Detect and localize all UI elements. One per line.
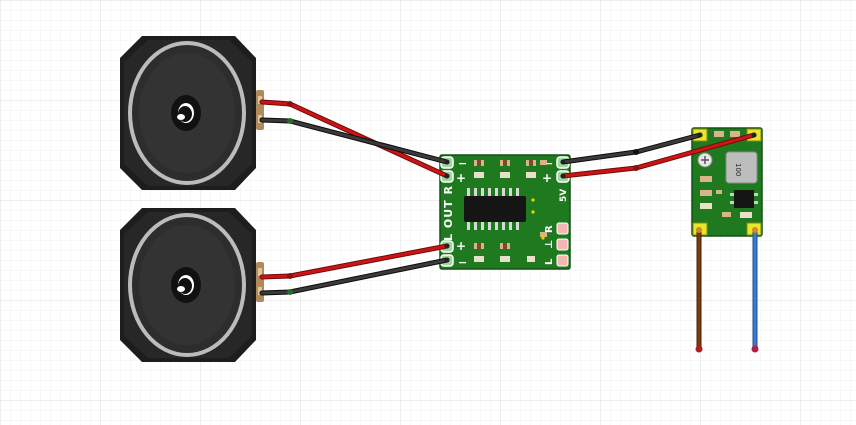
amp-l-plus-label: + — [456, 239, 466, 253]
wire-input-brown[interactable] — [695, 227, 703, 353]
wire-spk-bottom-black[interactable] — [259, 257, 450, 296]
pad-in-l[interactable] — [556, 254, 569, 267]
buck-converter[interactable]: 100 — [691, 127, 763, 237]
speaker-icon — [120, 208, 264, 362]
amp-r-plus-label: + — [456, 171, 466, 185]
amp-r-minus-label: − — [458, 157, 467, 170]
wire-power-black[interactable] — [560, 132, 703, 165]
wire-spk-top-red[interactable] — [259, 99, 450, 179]
potentiometer-icon — [697, 152, 713, 168]
amp-5v-label: 5V — [559, 189, 569, 202]
amp-5v-plus-label: + — [542, 171, 552, 185]
amp-in-r-label: R — [544, 225, 555, 233]
amp-in-l-label: L — [544, 258, 555, 265]
amplifier-board[interactable]: − + − + L OUT R 5V − + R ⊥ L — [439, 154, 571, 270]
wire-spk-top-black[interactable] — [259, 117, 450, 165]
wire-power-red[interactable] — [560, 132, 757, 179]
converter-components — [700, 176, 758, 218]
speaker-icon — [120, 36, 264, 190]
amp-components — [474, 160, 547, 262]
amp-ic-chip — [464, 188, 545, 240]
amp-out-label: L OUT R — [442, 185, 455, 241]
inductor-marking: 100 — [734, 163, 742, 176]
speaker-bottom[interactable] — [120, 208, 264, 362]
amp-l-minus-label: − — [458, 256, 467, 269]
pad-in-r[interactable] — [556, 222, 569, 235]
speaker-top[interactable] — [120, 36, 264, 190]
wire-spk-bottom-red[interactable] — [259, 243, 450, 280]
inductor-icon: 100 — [725, 151, 758, 184]
wires — [259, 99, 759, 353]
wire-input-blue[interactable] — [751, 227, 759, 353]
pad-in-gnd[interactable] — [556, 238, 569, 251]
amp-in-gnd-label: ⊥ — [544, 240, 555, 249]
amp-5v-minus-label: − — [544, 157, 553, 170]
